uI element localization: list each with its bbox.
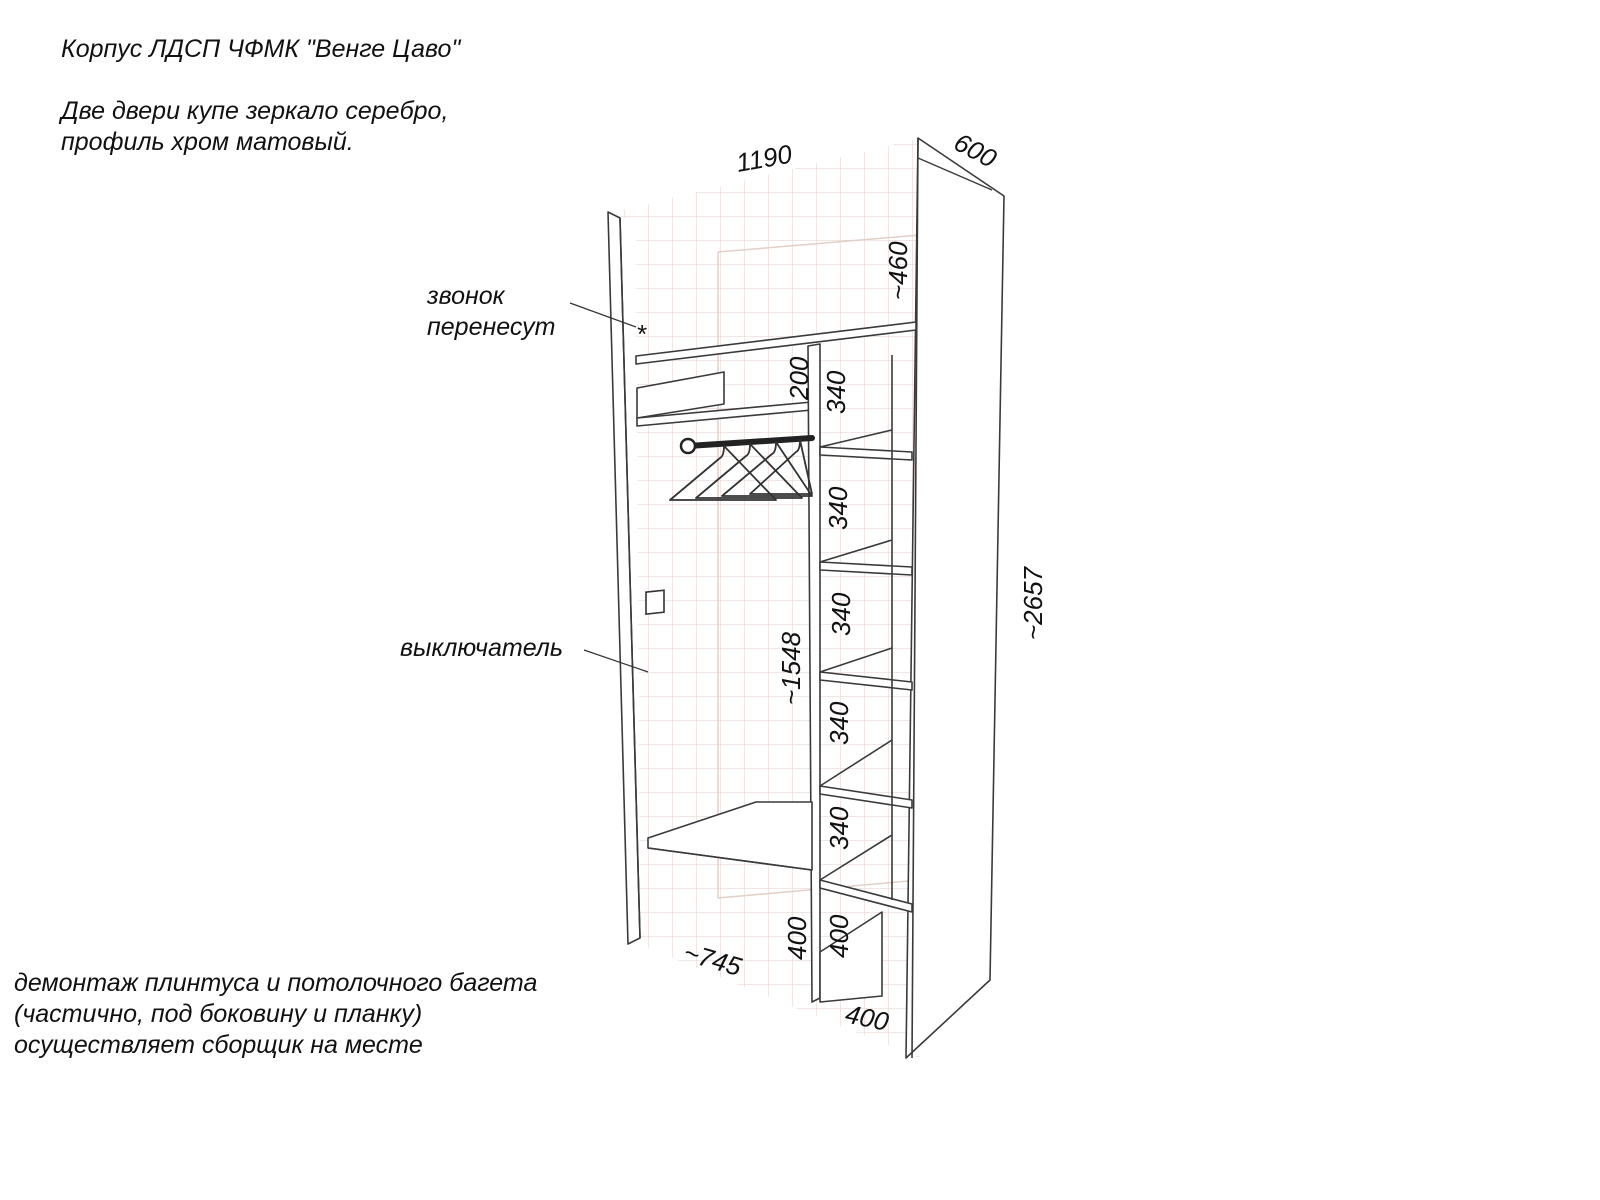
dim-shelf-2: 340 [823, 486, 853, 530]
hanger-3 [721, 441, 813, 497]
bell-note-line-2: перенесут [427, 313, 556, 341]
column-shelf-back-4 [819, 739, 893, 787]
dim-hang-height: ~1548 [776, 631, 806, 705]
bell-star-mark: * [636, 319, 647, 349]
dim-height: ~2657 [1018, 565, 1048, 640]
bottom-compartment-panel [819, 911, 883, 1003]
light-switch [645, 589, 665, 615]
column-shelf-back-3 [819, 647, 893, 673]
column-shelf-back-5 [819, 834, 893, 881]
switch-leader-line [583, 649, 649, 673]
right-panel-front-edge [911, 137, 919, 1059]
dim-bottom-mid: 400 [824, 914, 854, 958]
bottom-shelf-front-edge [647, 847, 813, 871]
hanging-rod-group [669, 435, 815, 501]
hanging-rod [685, 435, 815, 449]
column-shelf-4 [819, 785, 913, 809]
hanger-1 [669, 445, 777, 501]
left-panel-inner-edge [619, 217, 641, 939]
dim-shelf-5: 340 [824, 806, 854, 850]
column-shelf-1 [819, 446, 913, 461]
niche-ceiling [610, 138, 920, 252]
column-shelf-3 [819, 671, 913, 691]
bell-leader-line [569, 302, 637, 328]
dim-top-gap: ~460 [883, 241, 913, 300]
dim-shelf-3: 340 [826, 592, 856, 636]
doors-note-line-2: профиль хром матовый. [61, 128, 354, 156]
bottom-note-line-2: (частично, под боковину и планку) [14, 1000, 423, 1028]
column-shelf-back-2 [819, 539, 893, 563]
column-shelf-5 [819, 879, 913, 913]
bell-note-line-1: звонок [427, 282, 505, 310]
column-shelf-back-1 [819, 429, 893, 448]
switch-note: выключатель [400, 634, 564, 662]
dim-shelf-4: 340 [824, 701, 854, 745]
bottom-note-line-3: осуществляет сборщик на месте [14, 1031, 423, 1059]
niche-floor [640, 880, 920, 1058]
material-note: Корпус ЛДСП ЧФМК "Венге Цаво" [61, 35, 461, 63]
hanger-4 [749, 439, 813, 495]
dim-shelf-1: 340 [821, 370, 851, 414]
upper-compartment-front [636, 371, 725, 419]
dim-top-shelf: 200 [784, 356, 814, 401]
depth-dimension-line [917, 157, 993, 191]
bottom-note-line-1: демонтаж плинтуса и потолочного багета [14, 969, 538, 997]
doors-note-line-1: Две двери купе зеркало серебро, [61, 97, 449, 125]
hanger-2 [695, 443, 803, 499]
top-shelf [635, 321, 917, 365]
rod-bracket [679, 437, 697, 455]
niche-corner-top [717, 234, 921, 253]
right-side-panel [905, 137, 1005, 1059]
column-shelf-2 [819, 561, 913, 576]
dim-bottom-left: 400 [782, 916, 812, 960]
